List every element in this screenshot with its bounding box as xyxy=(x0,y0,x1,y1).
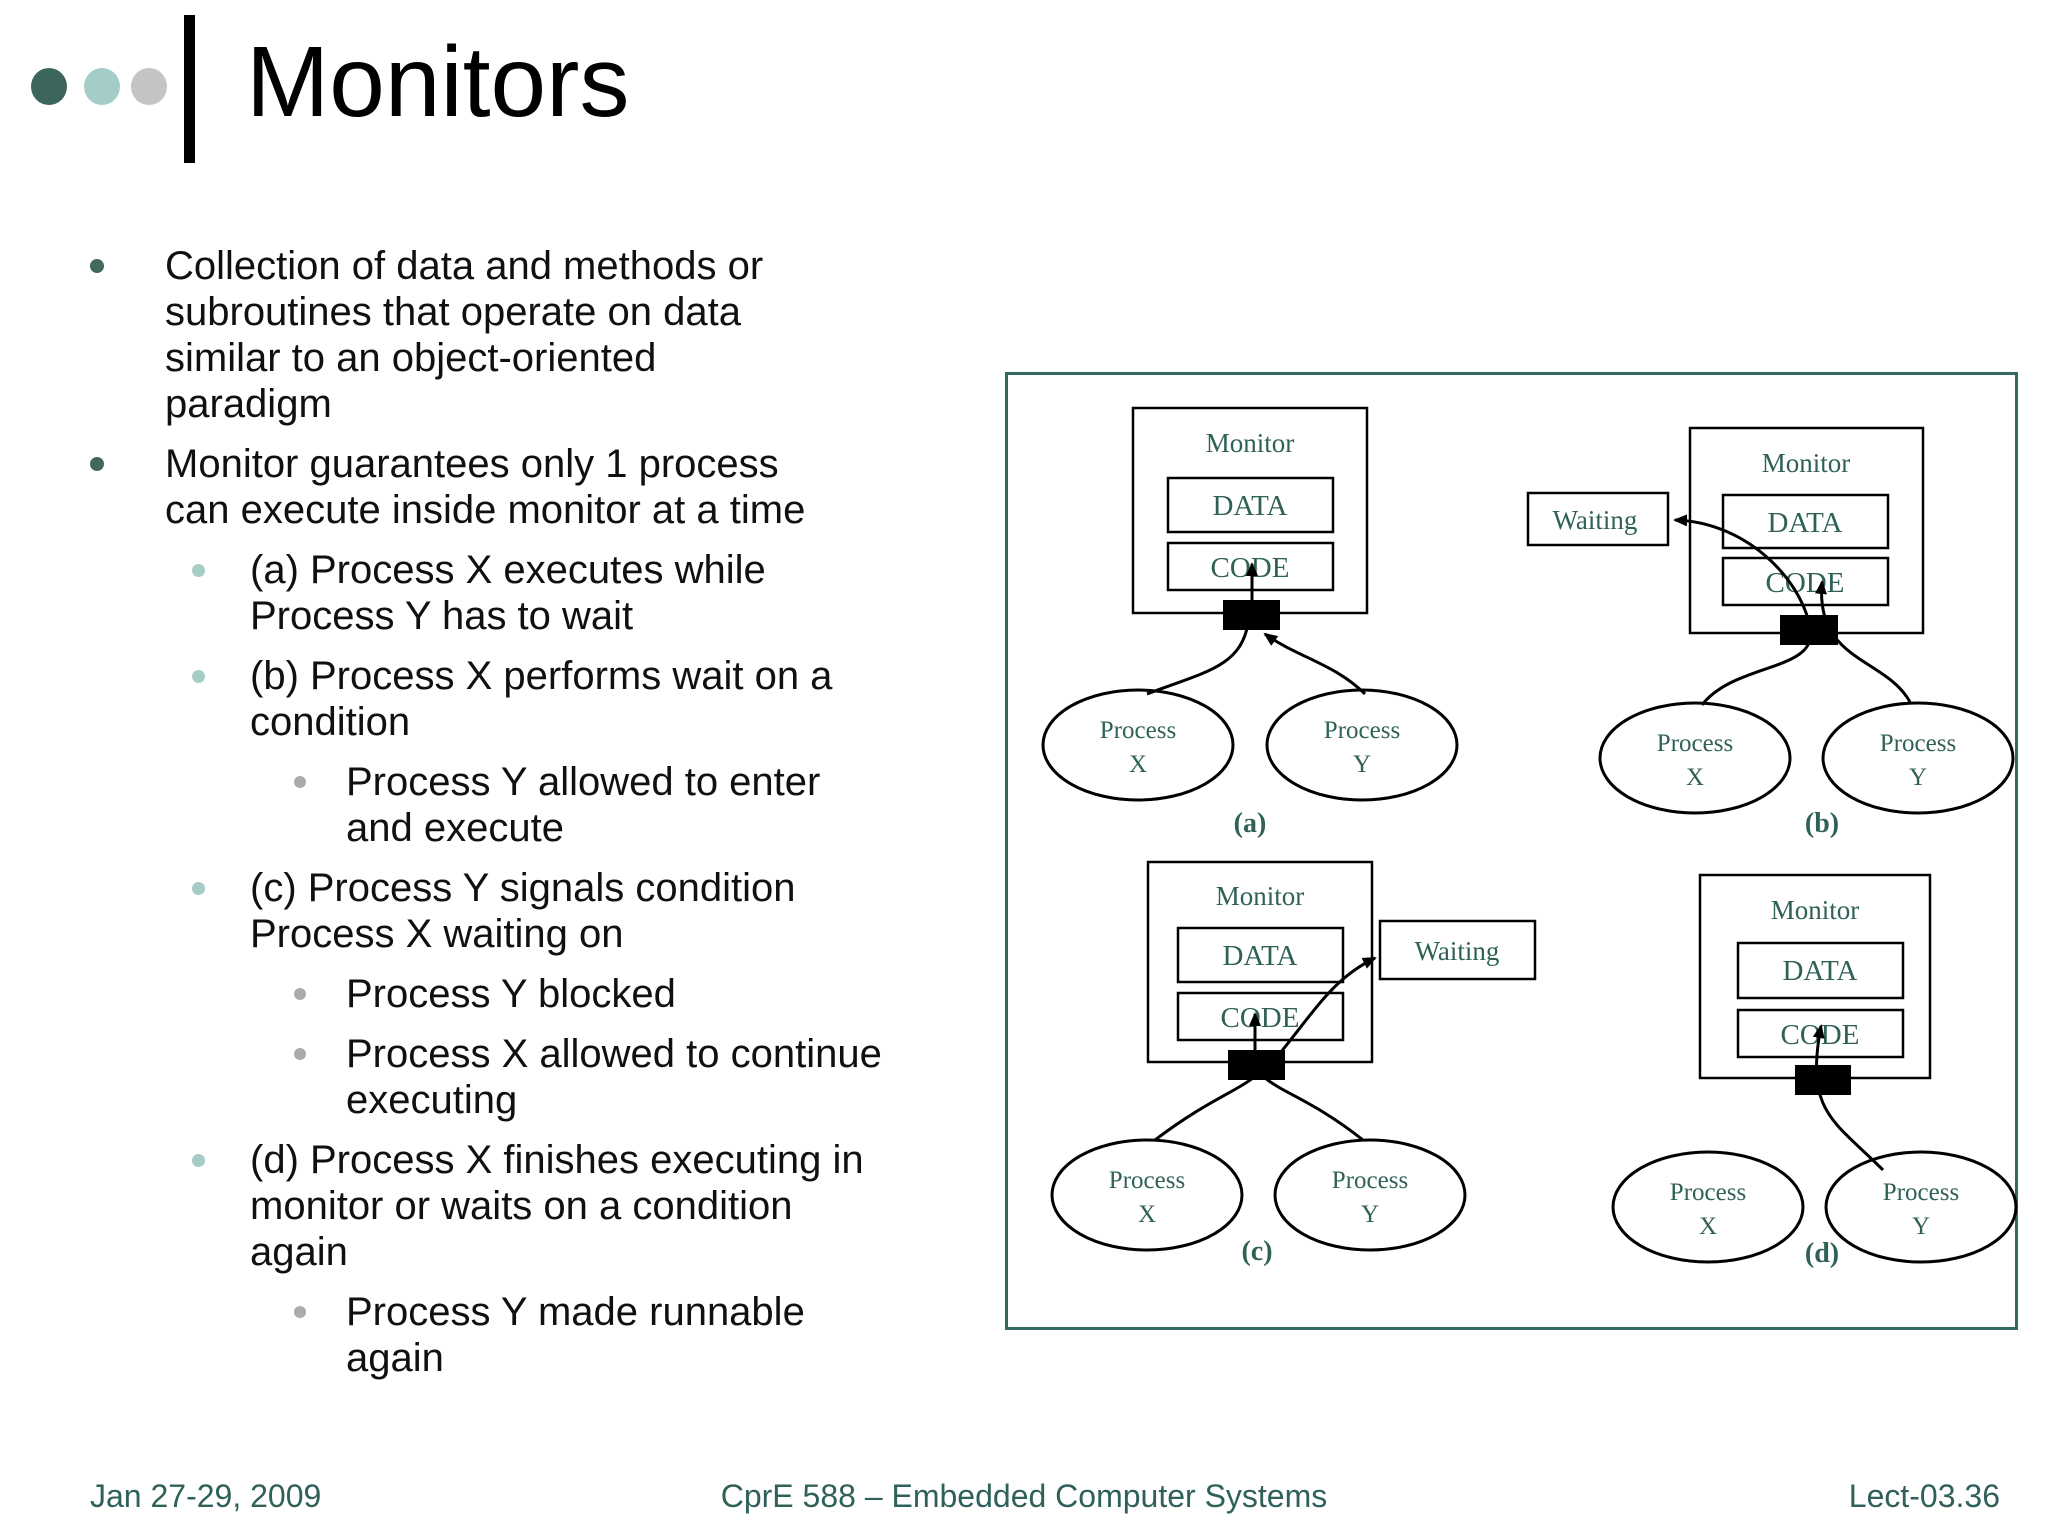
process-x-ellipse xyxy=(1611,1150,1805,1264)
footer: Jan 27-29, 2009 CprE 588 – Embedded Comp… xyxy=(0,1478,2048,1518)
bullet-item: Process Y allowed to enter and execute xyxy=(60,759,940,851)
title-divider-bar xyxy=(184,15,195,163)
process-x-letter: X xyxy=(1686,764,1704,791)
bullet-list: Collection of data and methods or subrou… xyxy=(60,243,940,1395)
process-y-ellipse xyxy=(1821,701,2015,815)
curve-process-x xyxy=(1154,1076,1254,1142)
subdiagram-c: Monitor DATA CODE Waiting Process X Proc… xyxy=(1050,860,1537,1267)
process-x-letter: X xyxy=(1129,751,1147,778)
process-x-label: Process xyxy=(1670,1179,1746,1206)
bullet-item: Collection of data and methods or subrou… xyxy=(60,243,940,427)
caption-b: (b) xyxy=(1805,808,1839,839)
process-y-letter: Y xyxy=(1909,764,1927,791)
process-y-letter: Y xyxy=(1353,751,1371,778)
process-x-letter: X xyxy=(1699,1213,1717,1240)
process-x-label: Process xyxy=(1109,1167,1185,1194)
data-label: DATA xyxy=(1767,507,1842,539)
bullet-item: Monitor guarantees only 1 process can ex… xyxy=(60,441,940,533)
process-x-letter: X xyxy=(1138,1201,1156,1228)
subdiagram-d: Monitor DATA CODE Process X Process Y (d… xyxy=(1611,873,2018,1269)
monitor-label: Monitor xyxy=(1771,895,1860,925)
subdiagram-a: Monitor DATA CODE Process X Process Y (a… xyxy=(1041,406,1459,839)
monitor-label: Monitor xyxy=(1216,881,1305,911)
monitor-label: Monitor xyxy=(1206,428,1295,458)
title-dot-gray xyxy=(131,68,167,105)
bullet-item: (b) Process X performs wait on a conditi… xyxy=(60,653,940,745)
title-dot-light xyxy=(84,68,120,105)
data-label: DATA xyxy=(1782,955,1857,987)
page-title: Monitors xyxy=(246,26,630,138)
arrow-process-y-to-code xyxy=(1814,580,1912,703)
data-label: DATA xyxy=(1212,490,1287,522)
process-y-label: Process xyxy=(1324,717,1400,744)
data-box xyxy=(1176,926,1345,984)
bullet-item: (c) Process Y signals condition Process … xyxy=(60,865,940,957)
code-label: CODE xyxy=(1221,1002,1300,1034)
process-y-ellipse xyxy=(1265,688,1459,802)
waiting-label: Waiting xyxy=(1553,505,1638,535)
title-dot-dark xyxy=(31,68,67,105)
waiting-box xyxy=(1378,919,1537,981)
entry-queue-box xyxy=(1795,1065,1851,1095)
process-y-letter: Y xyxy=(1361,1201,1379,1228)
footer-date: Jan 27-29, 2009 xyxy=(90,1478,322,1514)
footer-slide-number: Lect-03.36 xyxy=(1848,1478,2000,1514)
arrow-signal-to-waiting xyxy=(1261,956,1377,1075)
data-box xyxy=(1721,493,1890,550)
bullet-item: Process X allowed to continue executing xyxy=(60,1031,940,1123)
process-y-ellipse xyxy=(1824,1150,2018,1264)
process-y-label: Process xyxy=(1883,1179,1959,1206)
arrow-process-y-reenters xyxy=(1812,1024,1885,1172)
caption-a: (a) xyxy=(1234,808,1267,839)
caption-d: (d) xyxy=(1805,1238,1839,1269)
process-x-ellipse xyxy=(1050,1138,1244,1252)
caption-c: (c) xyxy=(1241,1236,1272,1267)
diagram-border xyxy=(1005,372,2018,1330)
process-x-ellipse xyxy=(1041,688,1235,802)
bullet-item: Process Y blocked xyxy=(60,971,940,1017)
arrow-process-x-to-waiting xyxy=(1673,514,1813,706)
process-y-label: Process xyxy=(1332,1167,1408,1194)
waiting-box xyxy=(1526,491,1670,547)
monitor-label: Monitor xyxy=(1762,448,1851,478)
curve-process-y xyxy=(1264,1076,1364,1142)
process-y-label: Process xyxy=(1880,730,1956,757)
footer-course: CprE 588 – Embedded Computer Systems xyxy=(720,1478,1328,1514)
monitor-diagram-panel: Monitor DATA CODE Process X Process Y (a… xyxy=(1005,372,2018,1330)
subdiagram-b: Monitor DATA CODE Waiting Process X Proc… xyxy=(1526,426,2015,839)
arrow-process-y-waits xyxy=(1263,632,1367,696)
process-y-ellipse xyxy=(1273,1138,1467,1252)
process-x-ellipse xyxy=(1598,701,1792,815)
bullet-item: (a) Process X executes while Process Y h… xyxy=(60,547,940,639)
process-x-label: Process xyxy=(1100,717,1176,744)
waiting-label: Waiting xyxy=(1415,936,1500,966)
code-box xyxy=(1721,556,1890,607)
bullet-item: Process Y made runnable again xyxy=(60,1289,940,1381)
data-box xyxy=(1736,941,1905,1000)
process-x-label: Process xyxy=(1657,730,1733,757)
process-y-letter: Y xyxy=(1912,1213,1930,1240)
curve-process-x xyxy=(1146,623,1250,696)
data-label: DATA xyxy=(1222,940,1297,972)
data-box xyxy=(1166,476,1335,534)
bullet-item: (d) Process X finishes executing in moni… xyxy=(60,1137,940,1275)
code-label: CODE xyxy=(1211,552,1290,584)
code-label: CODE xyxy=(1766,567,1845,599)
